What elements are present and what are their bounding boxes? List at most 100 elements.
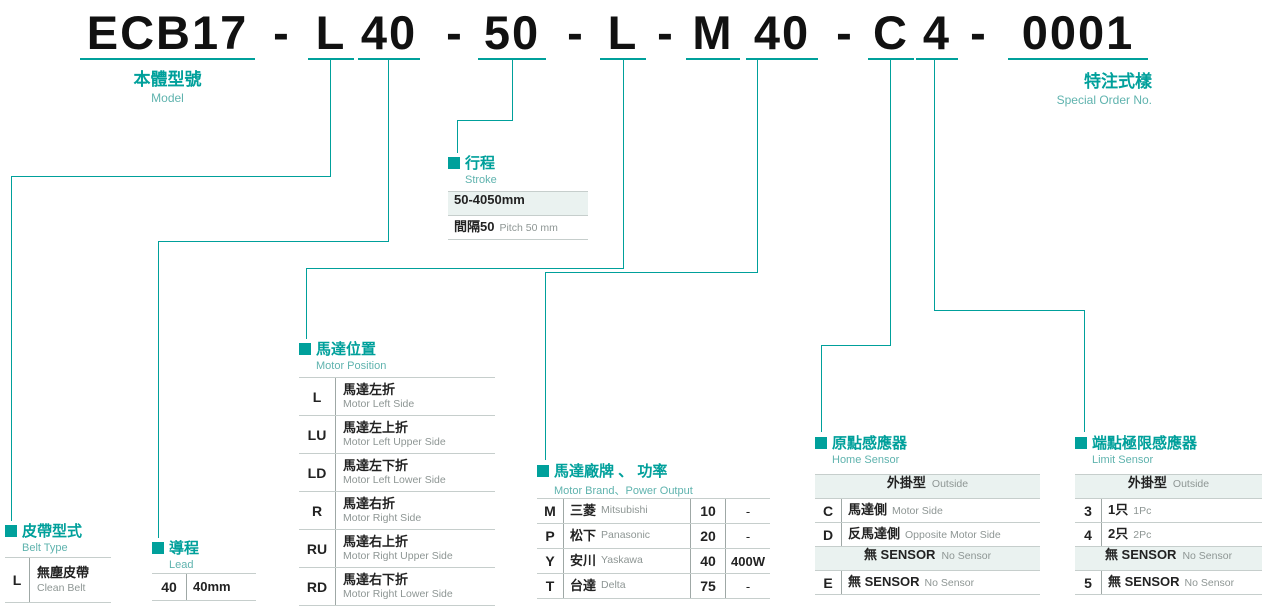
connector-lead-h <box>158 241 389 242</box>
table-row: E 無 SENSOR No Sensor <box>815 571 1040 595</box>
power-cell: 75 <box>691 574 726 598</box>
brand-zh: 台達 <box>570 577 597 593</box>
power-cell: 10 <box>691 499 726 523</box>
brand-en: Delta <box>601 579 626 592</box>
table-row: 5 無 SENSOR No Sensor <box>1075 571 1262 595</box>
code-token-stroke: 50 <box>478 8 546 60</box>
connector-stroke-v1 <box>512 60 513 120</box>
group-zh: 外掛型 <box>886 475 926 490</box>
code-cell: P <box>537 524 564 548</box>
code-hyphen: - <box>567 6 585 59</box>
table-row: 3 1只 1Pc <box>1075 499 1262 523</box>
motor-brand-header: 馬達廠牌 、 功率 Motor Brand、Power Output <box>537 460 693 498</box>
desc-zh: 馬達右折 <box>343 495 396 511</box>
group-header-row: 外掛型 Outside <box>815 475 1040 499</box>
value-cell: 40mm <box>187 579 237 595</box>
desc-en: 2Pc <box>1133 529 1152 542</box>
stroke-pitch-cell: 間隔50 Pitch 50 mm <box>448 219 564 235</box>
code-cell: 40 <box>152 574 187 600</box>
motor-brand-header-en: Motor Brand、Power Output <box>554 485 693 497</box>
lead-header: 導程 Lead <box>152 537 199 571</box>
desc-en: 1Pc <box>1133 505 1152 518</box>
desc-cell: 無 SENSOR No Sensor <box>842 574 980 590</box>
code-cell: Y <box>537 549 564 573</box>
square-bullet-icon <box>537 465 549 477</box>
connector-motorpos-h <box>306 268 624 269</box>
brand-cell: 安川 Yaskawa <box>564 549 691 573</box>
desc-cell: 無 SENSOR No Sensor <box>1102 574 1240 590</box>
desc-en: Motor Right Upper Side <box>343 550 453 563</box>
code-hyphen: - <box>657 6 675 59</box>
group-zh: 無 SENSOR <box>1104 547 1177 562</box>
table-row: 4 2只 2Pc <box>1075 523 1262 547</box>
belt-type-header-zh: 皮帶型式 <box>22 523 83 540</box>
belt-type-table: L 無塵皮帶 Clean Belt <box>5 557 111 603</box>
desc-en: Motor Left Lower Side <box>343 474 446 487</box>
code-cell: LU <box>299 416 336 453</box>
brand-cell: 台達 Delta <box>564 574 691 598</box>
code-token-belt: L <box>308 8 354 60</box>
model-label-en: Model <box>151 91 184 106</box>
square-bullet-icon <box>5 525 17 537</box>
square-bullet-icon <box>299 343 311 355</box>
desc-zh: 2只 <box>1108 526 1129 542</box>
table-row: R 馬達右折 Motor Right Side <box>299 492 495 530</box>
motor-position-header-zh: 馬達位置 <box>316 341 377 358</box>
stroke-range-row: 50-4050mm <box>448 192 588 216</box>
brand-en: Mitsubishi <box>601 504 648 517</box>
connector-belt-v2 <box>11 176 12 521</box>
code-token-lead: 40 <box>358 8 420 60</box>
watt-cell: - <box>745 578 751 594</box>
code-cell: 5 <box>1075 571 1102 594</box>
limit-sensor-header-zh: 端點極限感應器 <box>1092 435 1198 452</box>
code-cell: 4 <box>1075 523 1102 546</box>
limit-sensor-header-en: Limit Sensor <box>1092 454 1154 466</box>
motor-position-header-en: Motor Position <box>316 360 387 372</box>
desc-cell: 馬達右上折 Motor Right Upper Side <box>336 530 460 567</box>
group-en: Outside <box>1172 478 1210 490</box>
lead-value: 40mm <box>193 578 231 594</box>
brand-en: Panasonic <box>601 529 651 542</box>
brand-zh: 安川 <box>570 552 597 568</box>
code-cell: D <box>815 523 842 546</box>
desc-cell: 反馬達側 Opposite Motor Side <box>842 526 1007 542</box>
connector-belt-h <box>11 176 331 177</box>
desc-en: Motor Right Side <box>343 512 422 525</box>
code-cell: T <box>537 574 564 598</box>
table-row: RU 馬達右上折 Motor Right Upper Side <box>299 530 495 568</box>
connector-limit-v2 <box>1084 310 1085 432</box>
model-label-zh: 本體型號 <box>133 70 202 89</box>
code-cell: LD <box>299 454 336 491</box>
table-row: L 無塵皮帶 Clean Belt <box>5 558 111 603</box>
table-row: T 台達 Delta 75 - <box>537 574 770 599</box>
group-zh: 外掛型 <box>1127 475 1167 490</box>
limit-sensor-table: 外掛型 Outside 3 1只 1Pc 4 2只 2Pc 無 SENSOR N… <box>1075 474 1262 595</box>
code-token-brand: M <box>686 8 740 60</box>
code-cell: L <box>299 378 336 415</box>
desc-zh: 反馬達側 <box>848 526 901 542</box>
limit-sensor-header: 端點極限感應器 Limit Sensor <box>1075 432 1197 466</box>
connector-home-v1 <box>890 60 891 345</box>
square-bullet-icon <box>448 157 460 169</box>
watt-cell: 400W <box>731 553 765 569</box>
table-row: Y 安川 Yaskawa 40 400W <box>537 549 770 574</box>
group-header-row: 外掛型 Outside <box>1075 475 1262 499</box>
desc-en: No Sensor <box>1184 577 1235 590</box>
power-cell: 40 <box>691 549 726 573</box>
group-en: Outside <box>931 478 969 490</box>
connector-brand-v1 <box>757 60 758 272</box>
group-en: No Sensor <box>1182 550 1233 562</box>
code-hyphen: - <box>970 6 988 59</box>
connector-stroke-v2 <box>457 120 458 153</box>
connector-home-h <box>821 345 891 346</box>
desc-zh: 無 SENSOR <box>1108 574 1180 590</box>
code-cell: R <box>299 492 336 529</box>
stroke-header-zh: 行程 <box>465 155 496 172</box>
motor-position-table: L 馬達左折 Motor Left Side LU 馬達左上折 Motor Le… <box>299 377 495 606</box>
code-cell: 3 <box>1075 499 1102 522</box>
desc-zh: 無塵皮帶 <box>37 565 90 581</box>
desc-en: Motor Side <box>892 505 943 518</box>
desc-zh: 馬達左上折 <box>343 419 409 435</box>
desc-en: Motor Left Upper Side <box>343 436 446 449</box>
stroke-pitch-row: 間隔50 Pitch 50 mm <box>448 216 588 240</box>
